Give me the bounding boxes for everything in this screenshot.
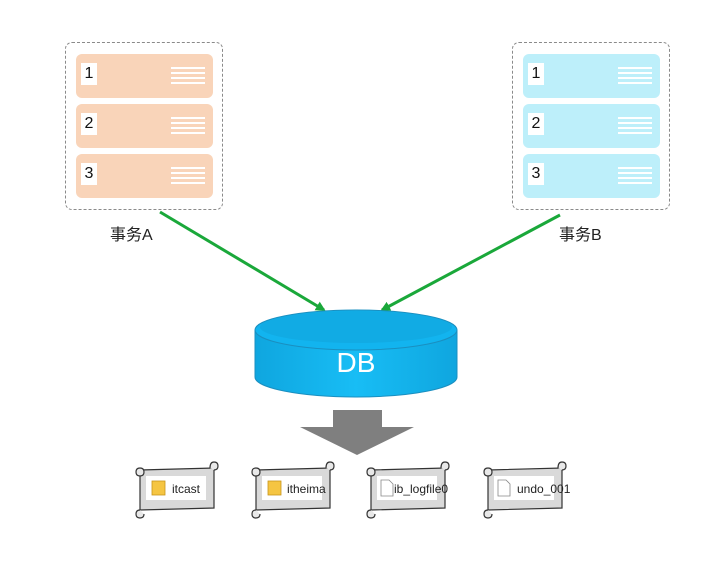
transaction-a-row-3: 3: [76, 154, 213, 198]
transaction-a-box: 1 2 3: [65, 42, 223, 210]
down-arrow: [300, 410, 414, 455]
scroll-file: [366, 461, 450, 519]
scroll-file: [251, 461, 335, 519]
lines-icon: [618, 167, 652, 185]
file-label-ib-logfile0: ib_logfile0: [394, 482, 449, 496]
transaction-b-row-3: 3: [523, 154, 660, 198]
scroll-file: [483, 461, 567, 519]
row-number: 3: [81, 163, 97, 185]
db-cylinder: [254, 309, 458, 398]
file-icon: [380, 479, 394, 497]
lines-icon: [618, 67, 652, 85]
db-label: DB: [336, 347, 376, 378]
lines-icon: [171, 167, 205, 185]
transaction-b-row-2: 2: [523, 104, 660, 148]
transaction-b-label: 事务B: [559, 227, 602, 244]
arrow-b-to-db: [380, 213, 561, 312]
file-label-undo-001: undo_001: [517, 482, 571, 496]
lines-icon: [171, 117, 205, 135]
transaction-a-row-1: 1: [76, 54, 213, 98]
transaction-b-box: 1 2 3: [512, 42, 670, 210]
lines-icon: [618, 117, 652, 135]
folder-icon: [151, 480, 166, 496]
row-number: 1: [528, 63, 544, 85]
scroll-file: [135, 461, 219, 519]
lines-icon: [171, 67, 205, 85]
row-number: 2: [528, 113, 544, 135]
file-label-itcast: itcast: [172, 482, 201, 496]
file-label-itheima: itheima: [287, 482, 326, 496]
row-number: 2: [81, 113, 97, 135]
row-number: 3: [528, 163, 544, 185]
arrow-a-to-db: [159, 210, 326, 312]
file-icon: [497, 479, 511, 497]
folder-icon: [267, 480, 282, 496]
row-number: 1: [81, 63, 97, 85]
transaction-a-row-2: 2: [76, 104, 213, 148]
transaction-b-row-1: 1: [523, 54, 660, 98]
transaction-a-label: 事务A: [110, 227, 153, 244]
